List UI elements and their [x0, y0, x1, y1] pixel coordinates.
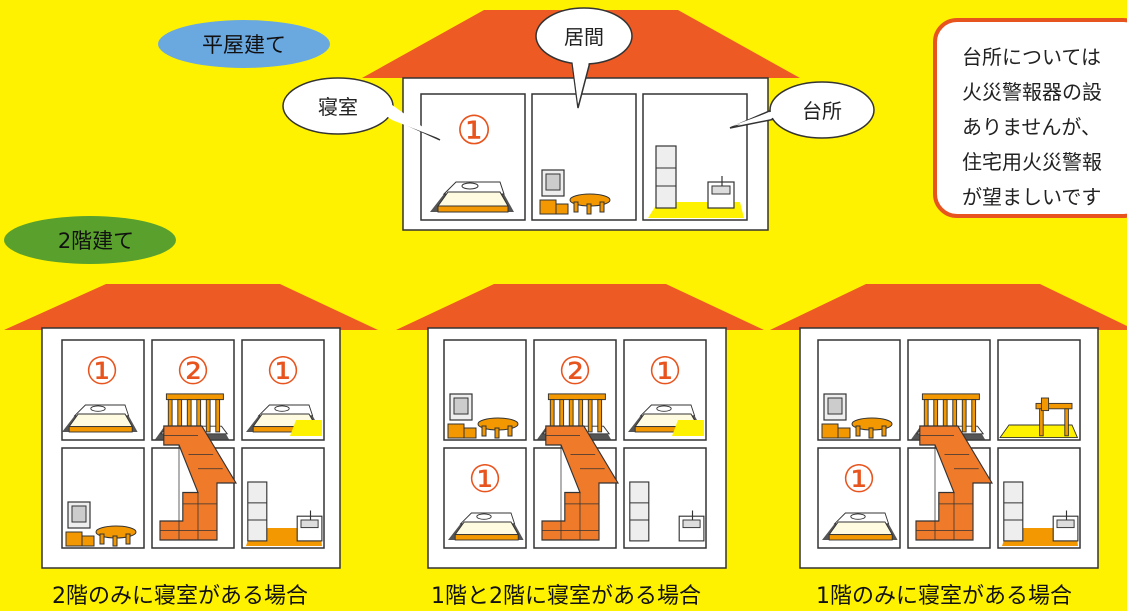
single-story-house [362, 10, 800, 231]
marker-2f-right: ① [648, 349, 682, 393]
bubble-living-label: 居間 [564, 25, 604, 49]
kitchen-note-box: 台所については 火災警報器の設 ありませんが、 住宅用火災警報 が望ましいです [933, 18, 1127, 218]
marker-2f-mid: ② [558, 349, 592, 393]
caption-house-2: 1階と2階に寝室がある場合 [431, 584, 701, 609]
yellow-floor [672, 420, 704, 436]
pill-single-story: 平屋建て [158, 20, 330, 68]
room [533, 339, 617, 441]
bubble-living: 居間 [535, 7, 633, 109]
marker-1f-left: ① [468, 457, 502, 501]
note-line-2: 火災警報器の設 [962, 80, 1102, 104]
bubble-kitchen-label: 台所 [802, 99, 842, 123]
note-line-5: が望ましいです [962, 185, 1101, 209]
bubble-bedroom-label: 寝室 [318, 95, 358, 119]
note-line-4: 住宅用火災警報 [962, 150, 1102, 174]
note-line-3: ありませんが、 [962, 115, 1101, 139]
two-story-house-2: ② ① ① 1階と2階に寝室がある場合 [396, 284, 764, 609]
pill-two-story-label: 2階建て [58, 229, 134, 253]
bubble-kitchen: 台所 [729, 81, 875, 139]
marker-2f-left: ① [85, 349, 119, 393]
bubble-bedroom: 寝室 [282, 77, 441, 141]
note-line-1: 台所については [962, 45, 1101, 69]
marker-2f-right: ① [266, 349, 300, 393]
two-story-house-3: ① 1階のみに寝室がある場合 [770, 284, 1127, 609]
marker-1f-left: ① [842, 457, 876, 501]
marker-single-bedroom: ① [456, 108, 492, 154]
room [907, 339, 991, 441]
pill-two-story: 2階建て [4, 216, 176, 264]
house-roof [396, 284, 764, 330]
two-story-house-1: ① ② ① 2階のみに寝室がある場合 [4, 284, 378, 609]
house-roof [770, 284, 1127, 330]
house-roof [4, 284, 378, 330]
yellow-floor [290, 420, 322, 436]
caption-house-1: 2階のみに寝室がある場合 [52, 584, 308, 609]
caption-house-3: 1階のみに寝室がある場合 [816, 584, 1072, 609]
room [151, 339, 235, 441]
marker-2f-mid: ② [176, 349, 210, 393]
pill-single-story-label: 平屋建て [202, 33, 286, 57]
